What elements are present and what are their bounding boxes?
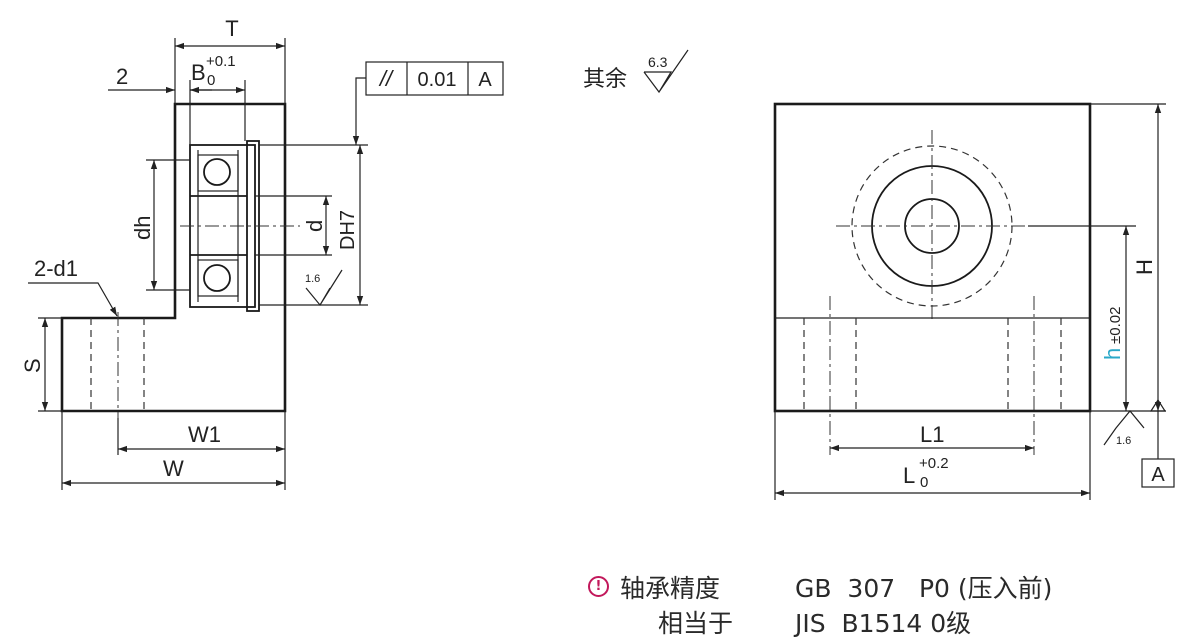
roughness-right-value: 1.6 (1116, 435, 1131, 447)
dim-h: h (1100, 348, 1125, 360)
datum-A: A (1151, 464, 1165, 486)
dim-W: W (163, 456, 184, 481)
dim-2: 2 (116, 64, 128, 89)
general-roughness-label: 其余 (583, 66, 627, 91)
dim-L-tol-lower: 0 (920, 474, 928, 491)
tolerance-symbol: // (378, 66, 394, 91)
dim-T: T (225, 16, 238, 41)
roughness-symbol-general (643, 49, 689, 94)
general-roughness: 其余 6.3 (583, 49, 689, 94)
note-line2-value: JIS B1514 0级 (795, 609, 972, 638)
dim-L: L (903, 463, 915, 488)
dim-dh: dh (130, 216, 155, 240)
dim-L1: L1 (920, 422, 944, 447)
roughness-left-value: 1.6 (305, 273, 320, 285)
dim-d: d (302, 220, 327, 232)
general-roughness-value: 6.3 (648, 54, 668, 70)
dim-DH7: DH7 (337, 210, 359, 250)
dim-L-tol-upper: +0.2 (919, 455, 949, 472)
note-line1-label: 轴承精度 (620, 574, 721, 603)
roughness-symbol-left (305, 269, 343, 307)
dim-S: S (20, 358, 45, 373)
warning-icon: ! (588, 576, 609, 597)
dim-H: H (1132, 259, 1157, 275)
dim-h-tol: ±0.02 (1107, 307, 1124, 344)
dim-B-tol-lower: 0 (207, 72, 215, 89)
right-outline (773, 102, 1092, 413)
bearing-ball-top (203, 158, 231, 186)
roughness-symbol-right (1103, 410, 1145, 446)
right-view: H h ±0.02 1.6 A L1 L +0.2 0 (773, 102, 1175, 500)
left-outline (60, 102, 287, 413)
bearing-ball-bottom (203, 264, 231, 292)
tolerance-datum: A (478, 69, 492, 91)
holes-label: 2-d1 (34, 256, 78, 281)
dim-W1: W1 (188, 422, 221, 447)
left-view: T B +0.1 0 2 dh d DH7 // 0.01 A (20, 16, 504, 490)
dim-B-tol-upper: +0.1 (206, 53, 236, 70)
note-line2-label: 相当于 (658, 609, 734, 638)
tolerance-value: 0.01 (418, 69, 457, 91)
dim-B: B (191, 60, 206, 85)
note-line1-value: GB 307 P0 (压入前) (795, 574, 1053, 603)
